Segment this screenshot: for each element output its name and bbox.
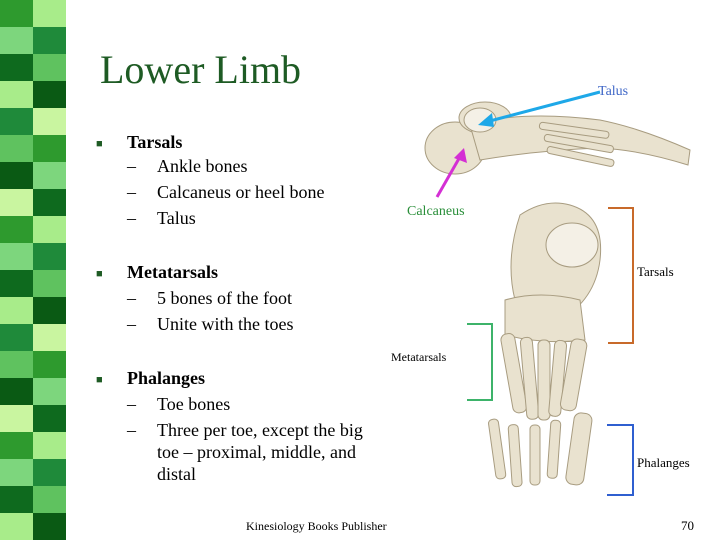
- sub-item-text: Three per toe, except the big: [157, 420, 363, 440]
- stripe-block: [33, 162, 66, 189]
- stripe-block: [0, 216, 33, 243]
- label-talus: Talus: [598, 84, 629, 99]
- stripe-block: [33, 324, 66, 351]
- stripe-block: [0, 270, 33, 297]
- dash: –: [127, 208, 136, 228]
- stripe-block: [0, 324, 33, 351]
- bullet-metatarsals: Metatarsals: [127, 262, 218, 282]
- stripe-block: [0, 459, 33, 486]
- stripe-block: [0, 54, 33, 81]
- dash: –: [127, 182, 136, 202]
- stripe-block: [33, 297, 66, 324]
- stripe-block: [0, 81, 33, 108]
- stripe-block: [33, 0, 66, 27]
- publisher-footer: Kinesiology Books Publisher: [246, 519, 387, 533]
- bullet-square-icon: ■: [96, 138, 103, 150]
- sub-item: – Toe bones: [127, 394, 230, 415]
- calcaneus-arrow: [435, 154, 463, 198]
- stripe-block: [33, 243, 66, 270]
- stripe-block: [33, 459, 66, 486]
- sub-item-text: Unite with the toes: [157, 314, 294, 334]
- stripe-block: [33, 432, 66, 459]
- sub-item: – Ankle bones: [127, 156, 247, 177]
- dash: –: [127, 420, 136, 440]
- dash: –: [127, 314, 136, 334]
- label-metatarsals: Metatarsals: [391, 350, 447, 364]
- talus-arrow: [485, 90, 601, 124]
- sub-item: – Talus: [127, 208, 196, 229]
- label-tarsals: Tarsals: [637, 264, 674, 279]
- stripe-block: [33, 81, 66, 108]
- sub-item: – Calcaneus or heel bone: [127, 182, 324, 203]
- stripe-block: [0, 351, 33, 378]
- sub-item-continuation: distal: [157, 464, 196, 484]
- stripe-block: [0, 189, 33, 216]
- stripe-block: [33, 351, 66, 378]
- sub-item: – Three per toe, except the big: [127, 420, 363, 441]
- calcaneus-arrowhead: [454, 148, 467, 163]
- sub-item: – Unite with the toes: [127, 314, 293, 335]
- stripe-block: [33, 513, 66, 540]
- dash: –: [127, 288, 136, 308]
- bullet-phalanges: Phalanges: [127, 368, 206, 388]
- sub-item-text: Toe bones: [157, 394, 231, 414]
- stripe-block: [0, 297, 33, 324]
- label-phalanges: Phalanges: [637, 455, 690, 470]
- slide-title: Lower Limb: [100, 47, 302, 92]
- stripe-block: [33, 405, 66, 432]
- page-number: 70: [681, 518, 694, 533]
- talus-arrowhead: [478, 113, 494, 127]
- stripe-block: [0, 378, 33, 405]
- dash: –: [127, 394, 136, 414]
- tarsals-bracket: [608, 207, 634, 344]
- sub-item-continuation: toe – proximal, middle, and: [157, 442, 356, 462]
- stripe-block: [33, 378, 66, 405]
- lateral-foot-bones: [424, 101, 691, 175]
- stripe-block: [33, 486, 66, 513]
- stripe-block: [33, 54, 66, 81]
- sub-item-text: Calcaneus or heel bone: [157, 182, 325, 202]
- bullet-tarsals: Tarsals: [127, 132, 183, 152]
- stripe-block: [33, 189, 66, 216]
- sub-item-text: Ankle bones: [157, 156, 248, 176]
- stripe-block: [33, 135, 66, 162]
- dash: –: [127, 156, 136, 176]
- stripe-block: [0, 135, 33, 162]
- stripe-block: [33, 216, 66, 243]
- stripe-block: [0, 486, 33, 513]
- stripe-block: [0, 405, 33, 432]
- stripe-block: [0, 27, 33, 54]
- decorative-green-stripe: [0, 0, 66, 540]
- stripe-block: [0, 432, 33, 459]
- stripe-block: [0, 513, 33, 540]
- metatarsals-bracket: [467, 323, 493, 401]
- stripe-block: [33, 27, 66, 54]
- label-calcaneus: Calcaneus: [407, 204, 465, 219]
- sub-item-text: Talus: [157, 208, 196, 228]
- stripe-block: [33, 108, 66, 135]
- sub-item: – 5 bones of the foot: [127, 288, 292, 309]
- stripe-block: [0, 0, 33, 27]
- stripe-block: [0, 108, 33, 135]
- bullet-square-icon: ■: [96, 374, 103, 386]
- stripe-block: [33, 270, 66, 297]
- stripe-block: [0, 243, 33, 270]
- sub-item-text: 5 bones of the foot: [157, 288, 292, 308]
- dorsal-foot-bones: [488, 202, 602, 488]
- stripe-block: [0, 162, 33, 189]
- phalanges-bracket: [607, 424, 634, 496]
- bullet-square-icon: ■: [96, 268, 103, 280]
